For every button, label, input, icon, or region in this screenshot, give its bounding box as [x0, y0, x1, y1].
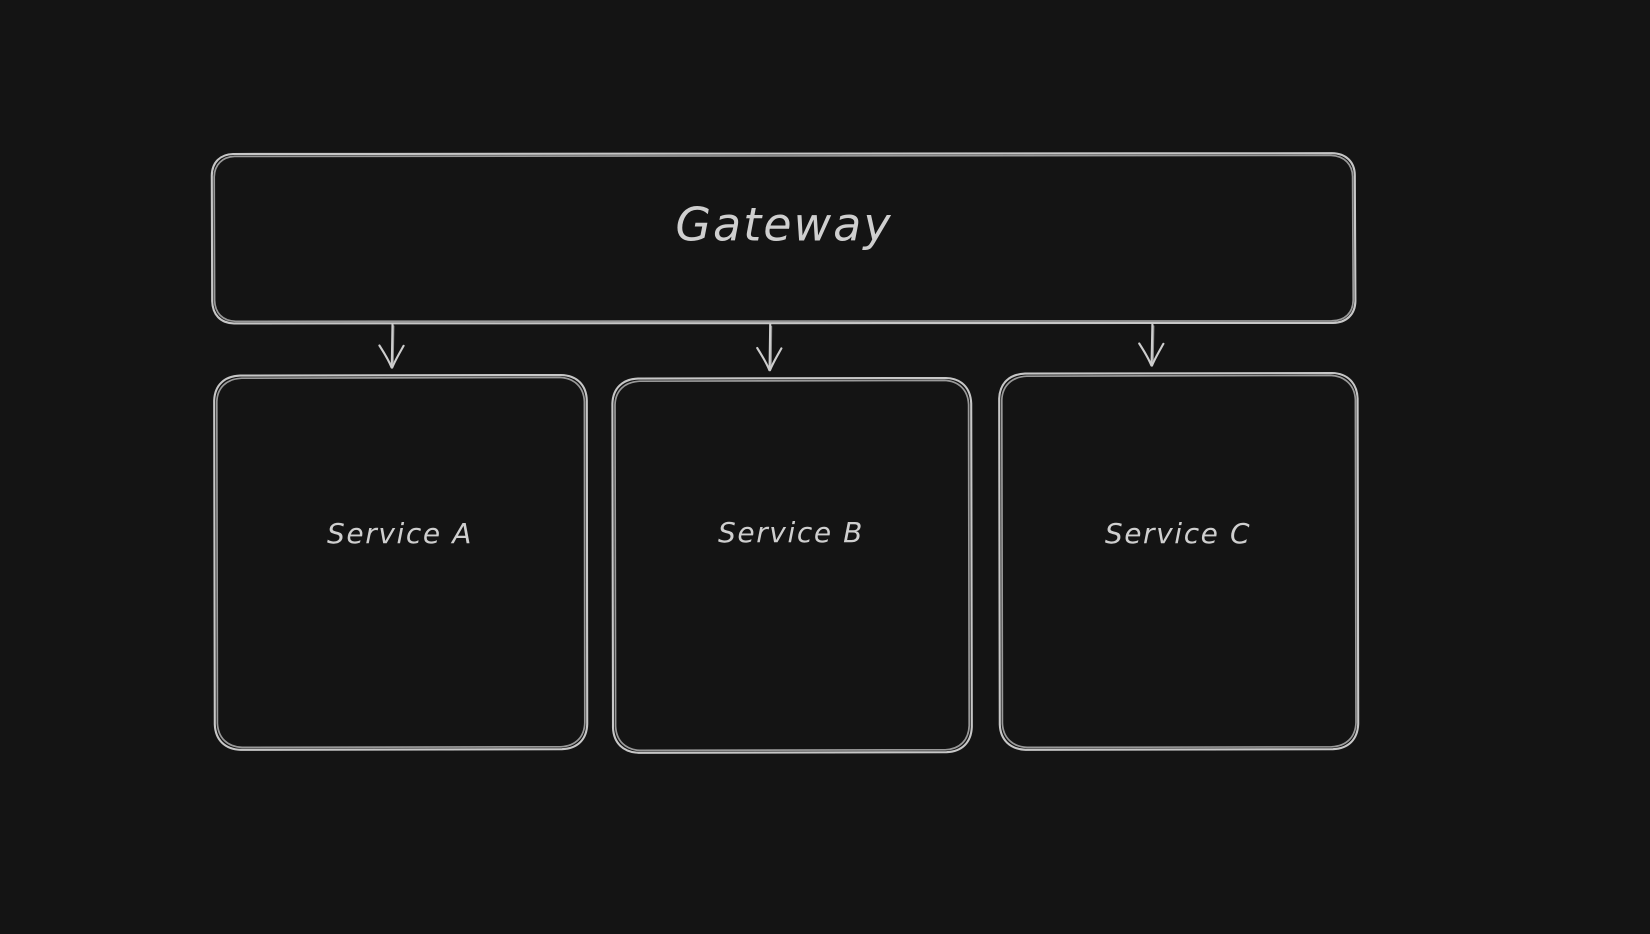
service-c-label: Service C	[1105, 517, 1251, 550]
edge-gateway-service-b[interactable]	[756, 322, 783, 372]
gateway-border-stroke-2	[213, 154, 1355, 323]
service-b-border-stroke-1	[611, 376, 973, 754]
service-a-label: Service A	[327, 517, 473, 550]
edge-gateway-service-c-line-2	[1152, 325, 1155, 361]
service-a-border-stroke-2	[215, 376, 586, 749]
edge-gateway-service-b-arrowhead	[756, 346, 783, 372]
service-c-border-stroke-2	[1000, 374, 1357, 749]
service-b-border-stroke-2	[614, 379, 971, 752]
node-service-c[interactable]: Service C	[998, 371, 1360, 751]
edge-gateway-service-a-arrowhead	[378, 344, 405, 369]
gateway-label: Gateway	[675, 198, 892, 252]
service-b-label: Service B	[718, 516, 864, 549]
edge-gateway-service-c-line	[1150, 322, 1154, 365]
gateway-border-stroke-1	[210, 152, 1357, 325]
node-gateway[interactable]: Gateway	[210, 152, 1357, 325]
service-c-border-stroke-1	[998, 371, 1360, 751]
edge-gateway-service-a-line	[390, 322, 394, 367]
edge-gateway-service-c[interactable]	[1138, 322, 1165, 367]
service-a-border-stroke-1	[213, 373, 589, 751]
node-service-a[interactable]: Service A	[213, 373, 589, 751]
edge-gateway-service-b-line	[768, 322, 772, 370]
node-service-b[interactable]: Service B	[611, 376, 973, 754]
edge-gateway-service-a[interactable]	[378, 322, 405, 369]
edge-gateway-service-a-line-2	[392, 325, 395, 363]
edge-gateway-service-c-arrowhead	[1138, 342, 1165, 367]
